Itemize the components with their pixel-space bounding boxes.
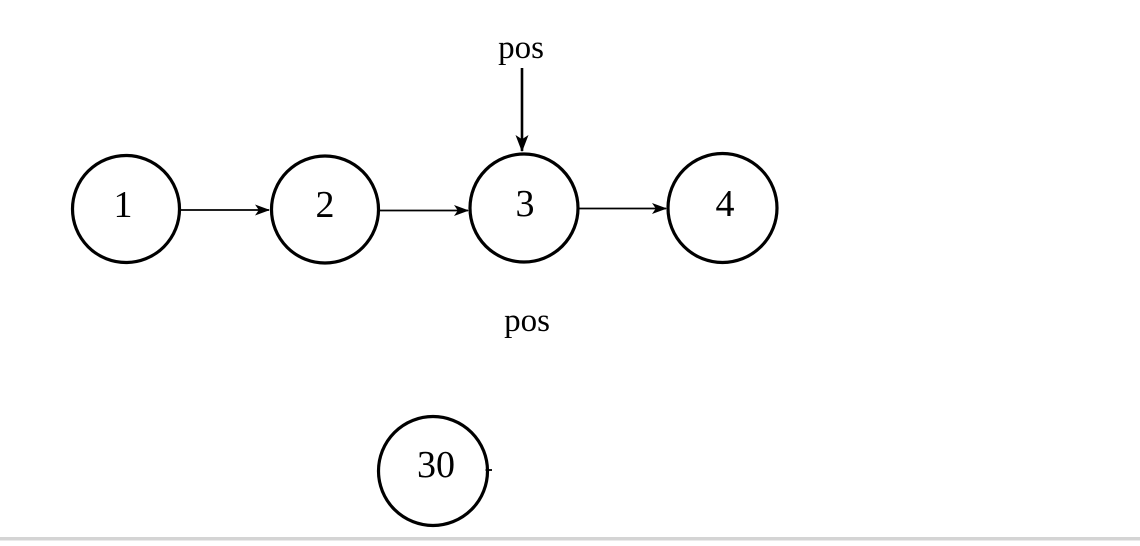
pos-pointer-label-bottom: pos: [504, 303, 550, 339]
bottom-border-line: [0, 537, 1140, 541]
node-label-1: 1: [114, 184, 133, 226]
node-label-30: 30: [417, 444, 455, 486]
node-label-2: 2: [316, 184, 335, 226]
node-circle-4: [666, 151, 779, 265]
node-label-3: 3: [516, 183, 535, 225]
node-label-4: 4: [716, 183, 735, 225]
node-circle-3: [468, 152, 580, 264]
node-circle-30: [376, 414, 490, 528]
node-circle-1: [70, 153, 182, 265]
node-circle-2: [269, 154, 381, 265]
pos-pointer-label-top: pos: [498, 30, 544, 66]
